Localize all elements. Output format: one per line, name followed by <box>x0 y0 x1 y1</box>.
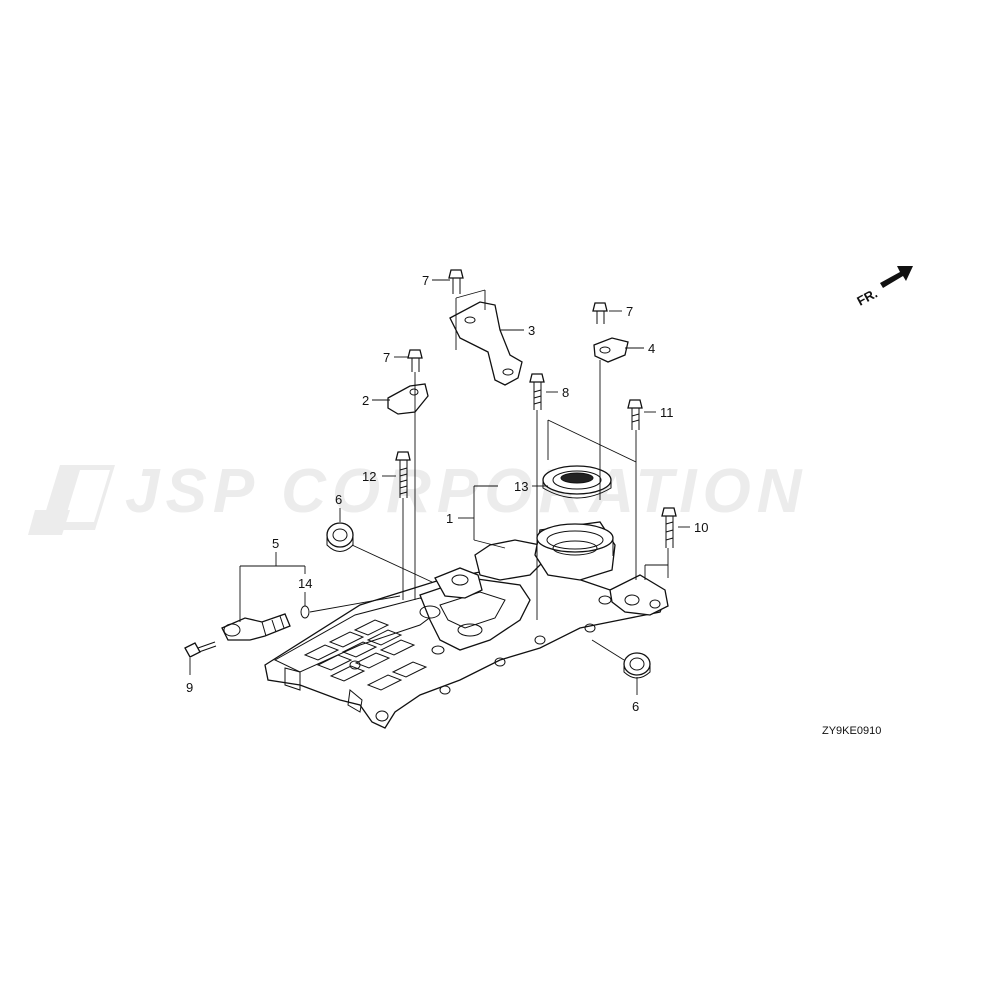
front-label: FR. <box>854 286 880 309</box>
part-7-bolt-right <box>592 302 608 324</box>
callout-9: 9 <box>186 680 193 695</box>
part-11-bolt <box>627 399 643 430</box>
grid-cells <box>303 619 428 691</box>
callout-13: 13 <box>514 479 528 494</box>
callout-14: 14 <box>298 576 312 591</box>
part-14-o-ring <box>300 605 310 619</box>
watermark: JSP CORPORATION <box>28 457 808 535</box>
callout-7-right: 7 <box>626 304 633 319</box>
callout-4: 4 <box>648 341 655 356</box>
part-8-bolt <box>529 373 545 410</box>
part-10-bolt <box>661 507 677 548</box>
part-2-bracket <box>387 383 429 415</box>
part-13-oil-seal <box>542 465 612 499</box>
callout-3: 3 <box>528 323 535 338</box>
callout-10: 10 <box>694 520 708 535</box>
part-9-bolt <box>184 641 217 658</box>
part-7-bolt-left <box>407 349 423 372</box>
part-7-bolt-top <box>448 269 464 294</box>
diagram-code: ZY9KE0910 <box>822 725 881 737</box>
front-arrow-icon <box>880 266 913 288</box>
part-6-grommet-left <box>326 522 354 552</box>
callouts: 7 3 7 2 12 7 4 8 11 13 1 10 6 6 5 14 9 <box>186 273 708 714</box>
callout-5: 5 <box>272 536 279 551</box>
callout-2: 2 <box>362 393 369 408</box>
part-12-bolt <box>395 451 411 498</box>
callout-1: 1 <box>446 511 453 526</box>
leader-lines <box>189 279 690 695</box>
callout-6-left: 6 <box>335 492 342 507</box>
part-4-bracket <box>593 337 629 363</box>
front-direction-indicator: FR. <box>854 266 913 309</box>
callout-8: 8 <box>562 385 569 400</box>
callout-12: 12 <box>362 469 376 484</box>
part-3-bracket <box>449 301 523 386</box>
watermark-text: JSP CORPORATION <box>125 457 808 526</box>
part-1-oil-case <box>264 521 669 729</box>
watermark-logo <box>28 465 115 535</box>
callout-7-left: 7 <box>383 350 390 365</box>
callout-6-right: 6 <box>632 699 639 714</box>
callout-11: 11 <box>660 405 674 420</box>
callout-7-top: 7 <box>422 273 429 288</box>
part-5-sensor <box>221 613 291 641</box>
part-6-grommet-right <box>623 652 651 679</box>
